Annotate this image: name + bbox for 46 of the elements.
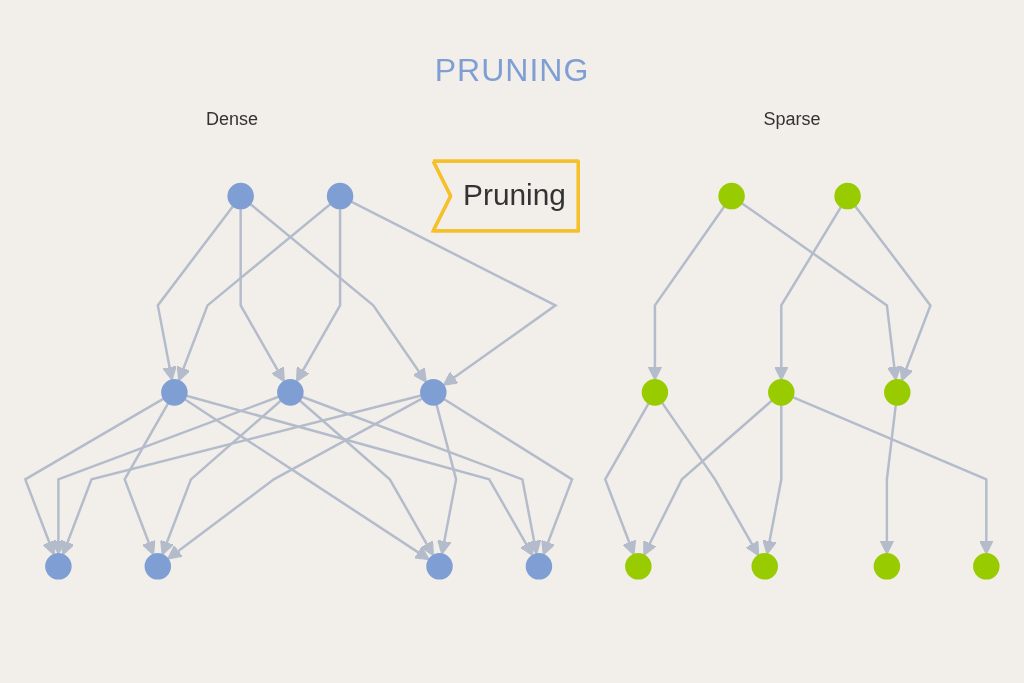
arrow <box>23 397 165 556</box>
node-circle <box>161 379 188 406</box>
node-circle <box>873 553 901 580</box>
node-circle <box>277 379 304 406</box>
node-circle <box>625 553 652 580</box>
node-circle <box>768 379 795 406</box>
arrow <box>239 208 285 383</box>
arrow <box>298 399 434 557</box>
node-circle <box>751 553 778 580</box>
arrow <box>301 395 542 555</box>
node-circle <box>326 182 354 210</box>
node-circle <box>641 379 669 406</box>
node-circle <box>973 553 1000 580</box>
arrow <box>741 202 902 381</box>
diagram-title: PRUNING <box>434 52 590 89</box>
node-circle <box>884 379 911 406</box>
node-circle <box>525 553 553 580</box>
arrow <box>774 206 843 381</box>
arrow <box>186 394 534 557</box>
arrow <box>435 404 458 555</box>
arrow <box>156 205 235 381</box>
arrow <box>647 205 726 381</box>
arrow <box>603 402 650 556</box>
arrow <box>660 401 760 557</box>
arrow <box>160 399 282 556</box>
arrow <box>176 202 332 382</box>
arrow <box>350 200 558 386</box>
arrow <box>123 402 170 556</box>
network-label: Sparse <box>762 109 822 130</box>
network-label: Dense <box>205 109 259 130</box>
node-circle <box>426 553 453 580</box>
arrow <box>879 404 898 555</box>
arrow <box>854 205 932 382</box>
node-circle <box>45 553 72 580</box>
arrow <box>60 394 422 556</box>
node-circle <box>420 379 447 406</box>
node-circle <box>227 182 254 210</box>
arrow <box>443 397 574 556</box>
node-circle <box>144 553 172 580</box>
node-circle <box>718 182 745 210</box>
arrow <box>295 208 342 383</box>
node-circle <box>834 182 861 210</box>
arrow <box>792 396 994 555</box>
arrow <box>249 202 427 383</box>
arrow <box>643 399 773 556</box>
arrow <box>762 404 783 555</box>
